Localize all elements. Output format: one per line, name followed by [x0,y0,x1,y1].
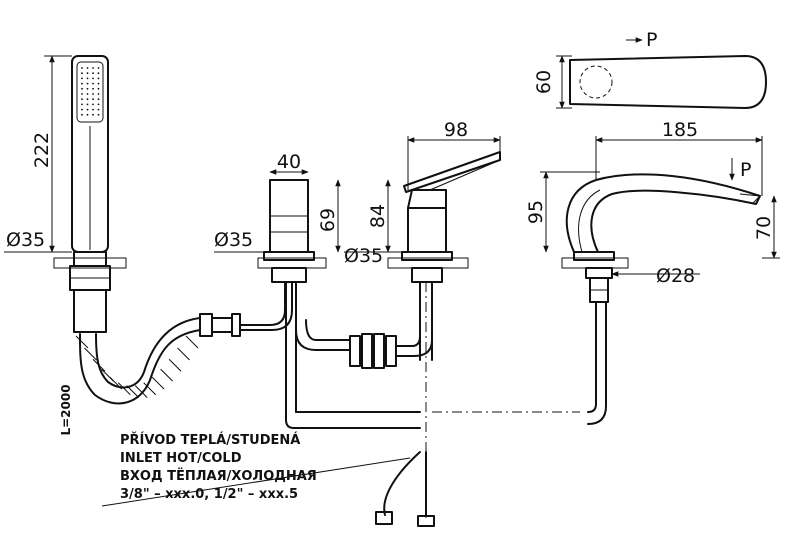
nozzle-dot [86,113,89,116]
nozzle-dot [81,113,83,116]
hose-coils [75,335,199,398]
dim-handshower-dia: Ø35 [6,229,45,251]
hand-shower: 222 Ø35 L=2000 [4,55,293,436]
nozzle-dot [81,103,83,106]
nozzle-dot [81,98,83,101]
dim-handshower-height: 222 [31,132,53,168]
mixer-body: 98 84 Ø35 [285,119,580,520]
nozzle-dot [86,103,89,106]
nozzle-dot [86,98,89,101]
dim-valve-height: 69 [317,208,339,232]
diverter-valve: 40 69 Ø35 [214,151,341,421]
nozzle-dot [92,108,94,111]
inlet-note-line2: INLET HOT/COLD [120,451,242,466]
nozzle-dot [81,82,83,85]
hose-coil [160,368,173,382]
nozzle-dot [97,98,100,101]
dim-mixer-width: 98 [444,119,468,141]
pressure-label-top: P [646,29,657,51]
nozzle-dot [97,103,100,106]
lever-top-view: 60 P [533,29,767,109]
hose-coil [143,382,157,396]
hose-coil [117,382,131,396]
nozzle-dot [97,87,100,90]
nozzle-dot [86,108,89,111]
nozzle-dot [92,87,94,90]
nozzle-dot [92,72,94,75]
nozzle-dot [86,87,89,90]
hose-coil [134,385,148,398]
inlet-hoses [101,451,435,527]
nozzle-dot [81,77,83,80]
hose-coil [168,358,182,372]
hose-coil [126,385,140,398]
nozzle-dot [97,82,100,85]
hose-coil [185,335,199,349]
dim-mixer-dia: Ø35 [344,245,383,267]
nozzle-dot [97,93,100,95]
hose-coil [84,347,97,361]
nozzle-dot [97,113,100,116]
dim-spout-outlet-height: 70 [753,216,775,240]
nozzle-dot [97,108,100,111]
nozzle-dot [92,98,94,101]
nozzle-dot [81,87,83,90]
hose-coil [177,347,190,361]
nozzle-dot [97,77,100,80]
hose-coil [75,335,89,349]
nozzle-dot [86,77,89,80]
nozzle-dot [92,67,94,69]
nozzle-dot [81,93,83,95]
hose-coil [92,358,106,372]
nozzle-dot [86,67,89,69]
inlet-note-line4: 3/8" – xxx.0, 1/2" – xxx.5 [120,487,298,502]
nozzle-dot [97,67,100,69]
nozzle-dot [81,67,83,69]
dim-valve-dia: Ø35 [214,229,253,251]
dim-top-view-width: 60 [533,70,555,94]
nozzle-dot [92,77,94,80]
nozzle-dot [86,93,89,95]
nozzle-dot [92,113,94,116]
dim-valve-width: 40 [277,151,301,173]
inlet-note-line1: PŘÍVOD TEPLÁ/STUDENÁ [120,432,300,448]
nozzle-dot [81,72,83,75]
nozzle-dot [92,93,94,95]
nozzle-dot [86,82,89,85]
spout: 185 95 70 P Ø28 [525,119,780,425]
inlet-note-line3: ВХОД ТЁПЛАЯ/ХОЛОДНАЯ [120,468,317,484]
dim-hose-length: L=2000 [59,384,73,435]
inlet-note: PŘÍVOD TEPLÁ/STUDENÁ INLET HOT/COLD ВХОД… [120,432,317,502]
hose-coil [109,376,123,390]
nozzle-dot [92,82,94,85]
dim-spout-dia: Ø28 [656,265,695,287]
nozzle-dot [81,108,83,111]
dim-mixer-height: 84 [367,204,389,228]
pressure-label-spout: P [740,159,751,181]
nozzle-dot [97,72,100,75]
dim-spout-length: 185 [662,119,698,141]
nozzle-dot [92,103,94,106]
hose-coil [151,376,165,390]
shower-nozzles [81,67,100,116]
nozzle-dot [86,72,89,75]
dim-spout-height: 95 [525,200,547,224]
